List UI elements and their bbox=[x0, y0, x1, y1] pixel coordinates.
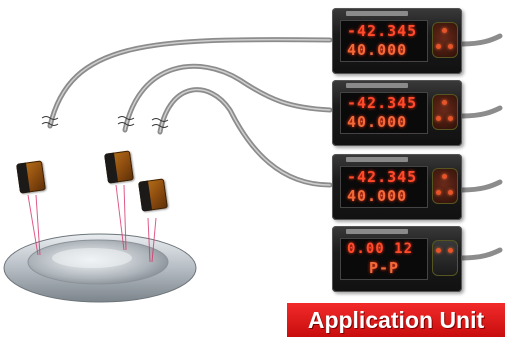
application-unit-banner: Application Unit bbox=[287, 303, 505, 337]
status-led bbox=[436, 116, 441, 121]
calculation-unit: 0.00 12 P-P bbox=[332, 226, 462, 292]
amplifier-unit: -42.345 40.000 bbox=[332, 80, 462, 146]
status-led bbox=[442, 28, 447, 33]
display-mode-value: P-P bbox=[369, 259, 400, 277]
laser-sensor-head bbox=[138, 178, 168, 212]
status-led bbox=[448, 190, 453, 195]
status-led bbox=[442, 174, 447, 179]
cable-break-marks bbox=[41, 116, 169, 128]
brand-logo bbox=[346, 229, 408, 234]
status-led bbox=[436, 44, 441, 49]
brand-logo bbox=[346, 157, 408, 162]
status-led bbox=[448, 248, 453, 253]
status-led bbox=[436, 190, 441, 195]
lcd-display: -42.345 40.000 bbox=[340, 166, 428, 208]
amplifier-unit: -42.345 40.000 bbox=[332, 8, 462, 74]
display-main-value: -42.345 bbox=[347, 22, 418, 40]
brand-logo bbox=[346, 11, 408, 16]
display-main-value: -42.345 bbox=[347, 94, 418, 112]
status-led bbox=[442, 100, 447, 105]
display-main-value: -42.345 bbox=[347, 168, 418, 186]
laser-beams bbox=[27, 184, 157, 263]
lcd-display: -42.345 40.000 bbox=[340, 92, 428, 134]
amplifier-unit: -42.345 40.000 bbox=[332, 154, 462, 220]
display-sub-value: 40.000 bbox=[347, 41, 408, 59]
display-main-value: 0.00 12 bbox=[347, 241, 414, 257]
lcd-display: 0.00 12 P-P bbox=[340, 238, 428, 280]
metal-plate bbox=[3, 233, 197, 303]
display-sub-value: 40.000 bbox=[347, 187, 408, 205]
brand-logo bbox=[346, 83, 408, 88]
laser-sensor-head bbox=[16, 160, 46, 194]
laser-sensor-head bbox=[104, 150, 134, 184]
status-led bbox=[448, 116, 453, 121]
display-sub-value: 40.000 bbox=[347, 113, 408, 131]
status-led bbox=[448, 44, 453, 49]
status-led bbox=[436, 248, 441, 253]
lcd-display: -42.345 40.000 bbox=[340, 20, 428, 62]
control-panel-icon bbox=[432, 240, 458, 276]
